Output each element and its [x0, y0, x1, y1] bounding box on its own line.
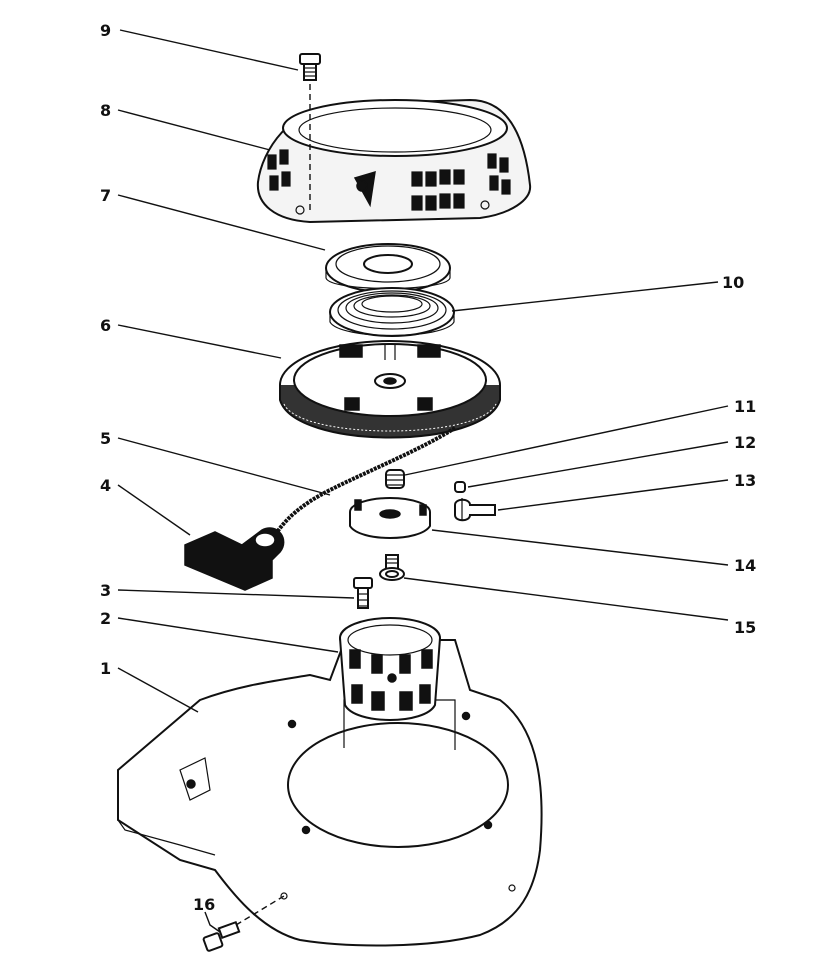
pulley-plate	[325, 243, 451, 293]
blower-housing	[117, 639, 543, 947]
callout-3: 3	[100, 581, 111, 600]
callout-6: 6	[100, 316, 111, 335]
small-spring	[454, 481, 466, 493]
callout-4: 4	[100, 476, 111, 495]
starter-rope	[273, 426, 457, 537]
callout-7: 7	[100, 186, 111, 205]
dog-spring	[385, 469, 405, 489]
rope-pulley	[279, 340, 501, 439]
callout-1: 1	[100, 659, 111, 678]
callout-14: 14	[734, 556, 756, 575]
callout-9: 9	[100, 21, 111, 40]
callout-11: 11	[734, 397, 756, 416]
callout-13: 13	[734, 471, 756, 490]
leader-lines	[117, 29, 729, 933]
starter-housing-cover	[256, 98, 532, 224]
bolt-16	[202, 920, 241, 952]
ratchet-cam	[349, 497, 431, 539]
callout-8: 8	[100, 101, 111, 120]
callout-15: 15	[734, 618, 756, 637]
callout-5: 5	[100, 429, 111, 448]
starter-pawl	[454, 498, 496, 522]
callout-10: 10	[722, 273, 744, 292]
bolt-9	[299, 53, 321, 210]
callout-16: 16	[193, 895, 215, 914]
callout-labels: 9 8 7 10 6 11 12 5 13 4 14 3 15 2 1 16	[100, 21, 756, 914]
bolt-3	[353, 577, 373, 609]
recoil-spring	[329, 287, 455, 337]
screw-washer	[379, 554, 405, 581]
starter-cup	[339, 617, 441, 721]
starter-handle	[184, 527, 285, 591]
callout-12: 12	[734, 433, 756, 452]
callout-2: 2	[100, 609, 111, 628]
